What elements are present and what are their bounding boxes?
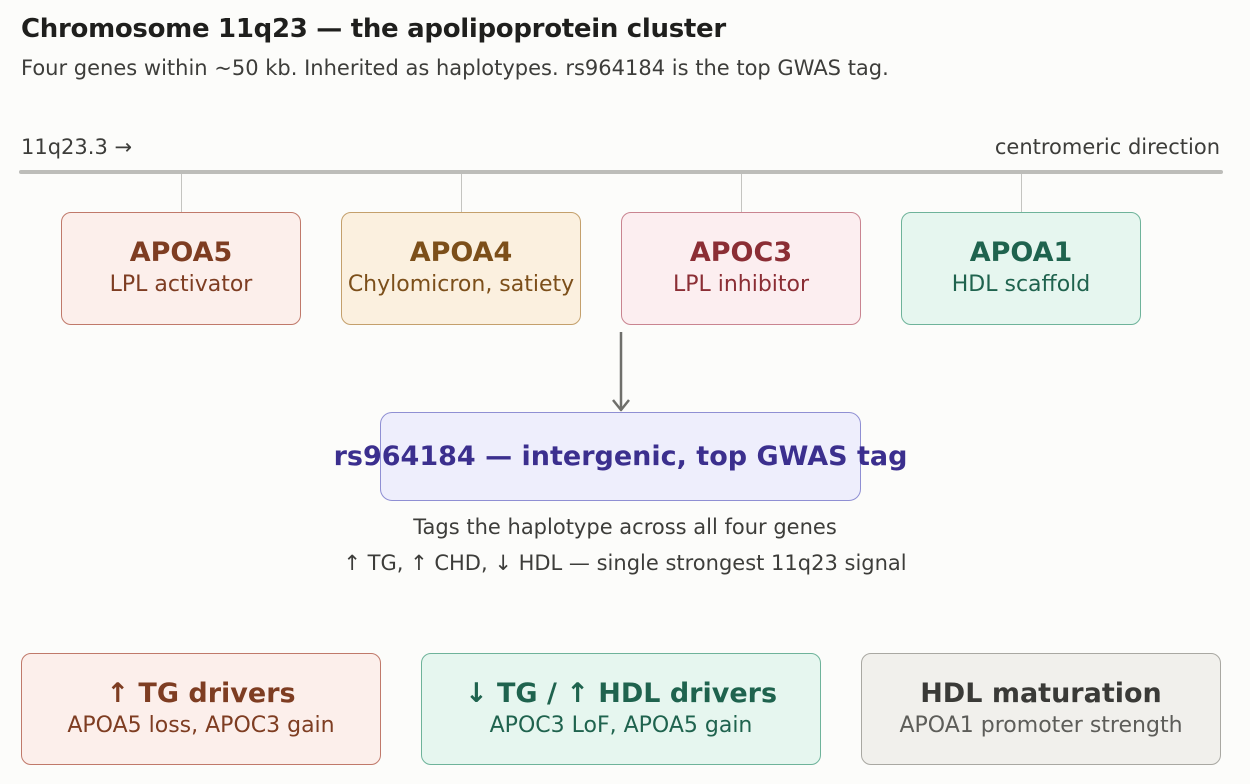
gene-name: APOA5 [129,237,233,269]
gene-tick-apoa4 [461,174,462,212]
gene-tick-apoa1 [1021,174,1022,212]
gene-box-apoa4: APOA4 Chylomicron, satiety [341,212,581,325]
gene-role: LPL activator [109,271,253,297]
axis-right-label: centromeric direction [994,135,1220,159]
summary-hdl-maturation: HDL maturation APOA1 promoter strength [861,653,1221,765]
gwas-tag-label: rs964184 — intergenic, top GWAS tag [333,441,908,472]
axis-left-label: 11q23.3 → [21,135,133,159]
summary-tg-drivers: ↑ TG drivers APOA5 loss, APOC3 gain [21,653,381,765]
summary-hdl-drivers: ↓ TG / ↑ HDL drivers APOC3 LoF, APOA5 ga… [421,653,821,765]
summary-body: APOA1 promoter strength [899,713,1183,739]
chromosome-axis-line [19,170,1223,174]
summary-heading: ↓ TG / ↑ HDL drivers [464,678,778,710]
summary-heading: HDL maturation [920,678,1162,710]
gene-name: APOC3 [689,237,793,269]
gene-name: APOA1 [969,237,1073,269]
gene-role: LPL inhibitor [672,271,810,297]
gene-box-apoa5: APOA5 LPL activator [61,212,301,325]
summary-heading: ↑ TG drivers [106,678,296,710]
gene-box-apoa1: APOA1 HDL scaffold [901,212,1141,325]
gwas-note-line-2: ↑ TG, ↑ CHD, ↓ HDL — single strongest 11… [343,551,907,575]
arrow-down-icon [612,332,630,412]
gene-name: APOA4 [409,237,513,269]
gwas-note-line-1: Tags the haplotype across all four genes [413,515,837,539]
gene-role: Chylomicron, satiety [347,271,575,297]
gene-tick-apoc3 [741,174,742,212]
summary-body: APOC3 LoF, APOA5 gain [489,713,753,739]
diagram-subtitle: Four genes within ~50 kb. Inherited as h… [21,56,889,80]
gene-role: HDL scaffold [951,271,1091,297]
summary-body: APOA5 loss, APOC3 gain [67,713,335,739]
gene-tick-apoa5 [181,174,182,212]
diagram-title: Chromosome 11q23 — the apolipoprotein cl… [21,14,726,44]
gene-box-apoc3: APOC3 LPL inhibitor [621,212,861,325]
gwas-tag-box: rs964184 — intergenic, top GWAS tag [334,412,907,501]
